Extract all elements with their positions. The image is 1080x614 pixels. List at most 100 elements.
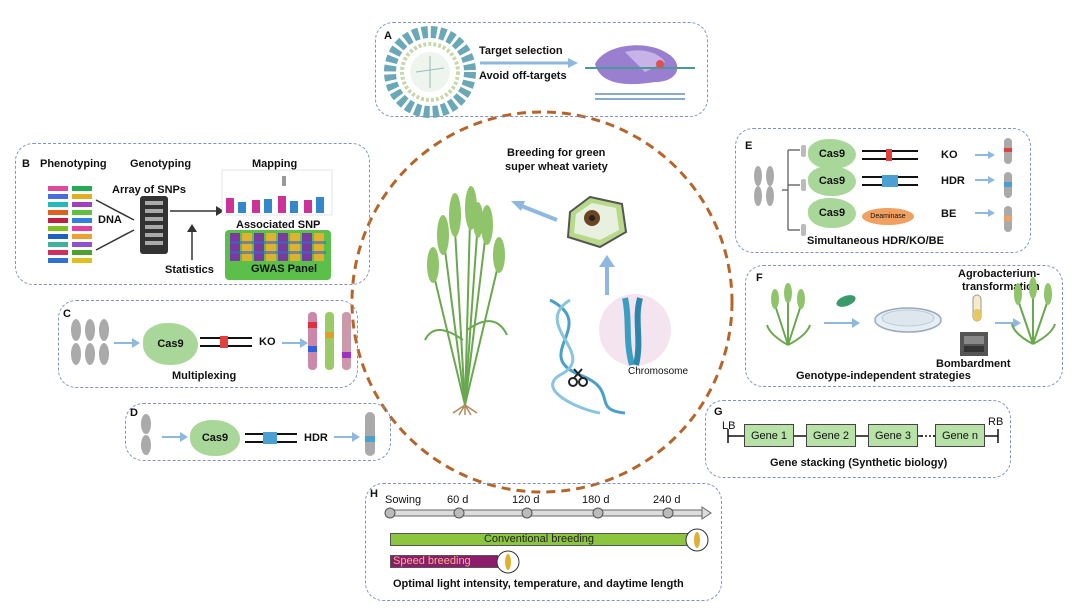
- chromosome-label: Chromosome: [628, 366, 689, 377]
- panel-c-chromosomes-icon: [71, 319, 109, 365]
- panel-d-cas9: Cas9: [190, 420, 240, 456]
- center-title-line1: Breeding for green: [507, 147, 606, 159]
- panel-a-text1: Target selection: [479, 45, 563, 57]
- panel-b-statistics: Statistics: [165, 264, 214, 276]
- panel-e-ko: KO: [941, 149, 958, 161]
- mature-wheat-icon: [1011, 277, 1056, 345]
- tick-180d: 180 d: [582, 494, 610, 506]
- gene-label-3: Gene 3: [874, 429, 912, 442]
- dna-arrows: [95, 199, 135, 251]
- deaminase-label: Deaminase: [870, 213, 906, 220]
- panel-d-chromosome-icon: [141, 414, 151, 455]
- panel-f: [745, 265, 1063, 387]
- panel-h-letter: H: [370, 488, 378, 500]
- arrow-cell-to-plant: [511, 201, 558, 222]
- panel-d-arrow-1: [162, 432, 188, 442]
- gene-box-1: Gene 1: [744, 424, 794, 447]
- panel-e-cas9-be: Cas9: [808, 198, 856, 228]
- panel-g-lb: LB: [722, 420, 736, 432]
- statistics-arrow: [187, 224, 197, 260]
- panel-e-cas9-ko: Cas9: [808, 139, 856, 169]
- panel-e-bracket: [782, 145, 806, 236]
- panel-c-arrow-1: [114, 338, 140, 348]
- panel-c-cas9: Cas9: [143, 323, 198, 365]
- panel-c-arrow-2: [282, 338, 308, 348]
- plant-cell-icon: [566, 195, 628, 249]
- panel-c-ko: KO: [259, 336, 276, 348]
- gene-box-3: Gene 3: [868, 424, 918, 447]
- panel-c-letter: C: [63, 308, 71, 320]
- panel-b-dna: DNA: [98, 214, 122, 226]
- gwas-panel-box: GWAS Panel: [225, 230, 331, 280]
- tick-120d: 120 d: [512, 494, 540, 506]
- panel-b-gwas: GWAS Panel: [251, 263, 318, 275]
- speed-wheat-icon: [496, 550, 520, 574]
- panel-d-letter: D: [130, 407, 138, 419]
- gwas-heatmap-icon: [230, 233, 326, 261]
- panel-b-phenotyping: Phenotyping: [40, 158, 107, 170]
- panel-e-letter: E: [745, 140, 753, 152]
- conventional-wheat-icon: [685, 528, 709, 552]
- bombardment-device-icon: [960, 332, 988, 356]
- chromosome-icon: [599, 294, 671, 366]
- panel-b-letter: B: [22, 158, 30, 170]
- panel-f-bombardment: Bombardment: [936, 358, 1011, 370]
- panel-f-arrow-2: [995, 318, 1021, 328]
- panel-e-cas9-hdr: Cas9: [808, 166, 856, 196]
- tick-240d: 240 d: [653, 494, 681, 506]
- panel-g: [705, 400, 1011, 478]
- panel-d-edited-chromosome-icon: [365, 412, 375, 456]
- panel-b-associated: Associated SNP: [236, 219, 321, 231]
- panel-f-agro-line1: Agrobacterium-: [958, 268, 1040, 280]
- panel-d-hdr: HDR: [304, 432, 328, 444]
- test-tube-icon: [972, 294, 982, 322]
- panel-e: [735, 128, 1031, 253]
- cas9-complex-icon: [585, 45, 695, 100]
- panel-f-arrow-1: [824, 318, 860, 328]
- panel-b-array: Array of SNPs: [112, 184, 186, 196]
- panel-c-caption: Multiplexing: [172, 370, 237, 382]
- center-title-line2: super wheat variety: [505, 161, 608, 173]
- panel-g-rb: RB: [988, 416, 1004, 428]
- snp-array-chip-icon: [140, 196, 168, 254]
- gene-label-2: Gene 2: [812, 429, 850, 442]
- panel-e-hdr-dna: [862, 175, 918, 187]
- manhattan-plot-icon: [221, 169, 333, 216]
- panel-d: [125, 403, 391, 461]
- timeline-axis: [384, 506, 712, 520]
- gene-label-n: Gene n: [941, 429, 979, 442]
- panel-e-hdr: HDR: [941, 175, 965, 187]
- tick-60d: 60 d: [447, 494, 469, 506]
- gene-label-1: Gene 1: [750, 429, 788, 442]
- panel-e-be: BE: [941, 208, 957, 220]
- wheat-genome-circle-icon: [384, 26, 476, 118]
- wheat-plant-icon: [424, 186, 508, 416]
- panel-d-dna-icon: [245, 432, 297, 444]
- panel-e-caption: Simultaneous HDR/KO/BE: [807, 235, 944, 247]
- panel-d-arrow-2: [334, 432, 360, 442]
- panel-c-edited-chromosomes-icon: [308, 312, 351, 370]
- panel-b: [15, 143, 370, 285]
- panel-e-edited-chromosomes-icon: [1004, 138, 1012, 232]
- gene-box-n: Gene n: [935, 424, 985, 447]
- arrow-dna-to-cell: [599, 255, 615, 295]
- panel-b-mapping: Mapping: [252, 158, 298, 170]
- speed-breeding-label: Speed breeding: [393, 555, 471, 567]
- scissors-icon: [568, 368, 588, 387]
- dna-helix-icon: [549, 298, 626, 415]
- panel-a-letter: A: [384, 30, 392, 42]
- panel-h-caption: Optimal light intensity, temperature, an…: [393, 578, 684, 590]
- panel-b-genotyping: Genotyping: [130, 158, 192, 170]
- panel-g-caption: Gene stacking (Synthetic biology): [770, 457, 948, 469]
- panel-c-dna-cut-icon: [200, 336, 252, 348]
- panel-a: [375, 22, 708, 117]
- panel-e-chromosomes-icon: [754, 166, 774, 206]
- wheat-seedling-icon: [766, 283, 811, 346]
- conventional-breeding-bar: Conventional breeding: [390, 533, 688, 546]
- panel-e-ko-dna: [862, 149, 918, 161]
- embryo-icon: [836, 295, 856, 307]
- panel-e-arrows: [975, 151, 995, 217]
- panel-a-text2: Avoid off-targets: [479, 70, 567, 82]
